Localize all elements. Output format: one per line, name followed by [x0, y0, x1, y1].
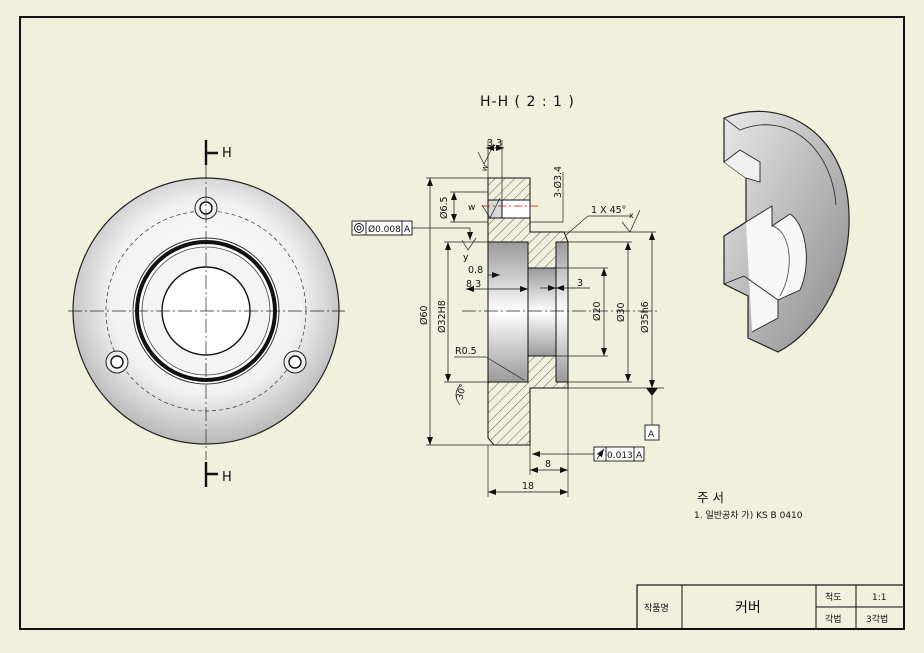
dim-30deg: 30°	[455, 383, 469, 401]
runout-datum: A	[636, 451, 643, 461]
title-proj-label: 각법	[825, 613, 842, 625]
datum-letter: A	[648, 430, 655, 440]
dim-r0-5: R0.5	[455, 346, 477, 357]
dim-3-3: 3.3	[487, 138, 502, 149]
dim-d30: Ø30	[616, 302, 627, 322]
section-title: H-H ( 2 : 1 )	[480, 94, 575, 110]
concentricity-icon	[354, 223, 364, 233]
surface-x: x	[629, 211, 634, 220]
datum-box	[644, 424, 660, 441]
runout-frame	[593, 446, 645, 462]
dim-18: 18	[522, 481, 534, 492]
dim-8-3: 8.3	[466, 279, 481, 290]
isometric-view	[723, 110, 850, 353]
notes-line-1: 1. 일반공차 가) KS B 0410	[694, 509, 803, 521]
runout-arrow-icon	[596, 448, 605, 460]
sheet-border	[19, 16, 905, 630]
dim-chamfer: 1 X 45°	[591, 205, 626, 216]
notes-heading: 주 서	[697, 490, 724, 505]
dim-6-5: Ø6.5	[439, 196, 450, 219]
title-name: 커버	[735, 600, 761, 616]
surface-w-left: w	[468, 203, 475, 213]
title-proj: 3각법	[866, 613, 888, 625]
surface-w-top: w	[479, 163, 490, 173]
section-label-bottom: H	[222, 470, 232, 485]
dim-d20: Ø20	[592, 301, 603, 321]
concentricity-frame	[351, 220, 413, 236]
section-view	[462, 177, 660, 446]
section-label-top: H	[222, 146, 232, 161]
dim-d60: Ø60	[419, 305, 430, 325]
title-name-label: 작품명	[644, 603, 669, 614]
dim-3: 3	[577, 278, 583, 289]
concentricity-datum: A	[404, 225, 411, 235]
dim-0-8: 0.8	[468, 265, 483, 276]
runout-value: 0.013	[607, 451, 633, 461]
dim-d32h8: Ø32H8	[437, 300, 448, 333]
dim-d35h6: Ø35h6	[640, 301, 651, 333]
bolt-hole-right	[283, 350, 307, 374]
dim-8: 8	[545, 459, 551, 470]
surface-y: y	[463, 253, 469, 263]
dim-hole: 3-Ø3.4	[553, 166, 564, 198]
front-view	[68, 140, 345, 487]
bolt-hole-left	[105, 350, 129, 374]
title-scale: 1:1	[872, 593, 886, 603]
title-block	[636, 584, 905, 630]
title-scale-label: 척도	[825, 592, 842, 603]
section-dimensions	[412, 140, 664, 497]
concentricity-value: Ø0.008	[368, 224, 401, 235]
